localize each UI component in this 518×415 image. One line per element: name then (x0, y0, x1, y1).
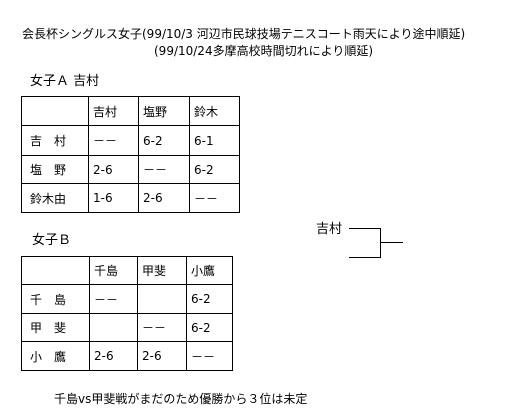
group-a-result-cell: 6-1 (189, 125, 240, 156)
group-b-player-name: 小 鷹 (21, 341, 90, 371)
group-a-result-cell: 2-6 (88, 155, 139, 184)
group-b-result-cell: 2-6 (137, 341, 187, 371)
group-a-row: 吉 村 －－ 6-2 6-1 (21, 125, 240, 156)
group-b-row: 甲 斐 －－ 6-2 (21, 313, 233, 342)
group-b-result-cell: －－ (186, 341, 233, 371)
group-b-result-cell: 6-2 (186, 284, 233, 314)
bracket-winner-line (381, 242, 403, 243)
group-a-row: 塩 野 2-6 －－ 6-2 (21, 155, 240, 184)
group-a-result-cell: 1-6 (88, 183, 139, 213)
bracket-top-arm (349, 228, 381, 229)
group-a-result-cell: －－ (189, 183, 240, 213)
group-a-header-row: 吉村 塩野 鈴木 (21, 96, 240, 126)
group-b-table: 千島 甲斐 小鷹 千 島 －－ 6-2 甲 斐 －－ 6-2 小 鷹 2-6 2… (21, 256, 233, 371)
footer-note: 千島vs甲斐戦がまだのため優勝から３位は未定 (54, 392, 308, 406)
group-b-column-header: 千島 (89, 256, 138, 285)
group-a-column-header: 塩野 (138, 96, 190, 126)
group-a-result-cell: －－ (88, 125, 139, 156)
group-b-result-cell: 2-6 (89, 341, 138, 371)
group-b-result-cell: 6-2 (186, 313, 233, 342)
title-line-2: (99/10/24多摩高校時間切れにより順延) (154, 44, 374, 58)
bracket-bottom-arm (349, 257, 381, 258)
group-a-player-name: 鈴木由 (21, 183, 89, 213)
title-line-1: 会長杯シングルス女子(99/10/3 河辺市民球技場テニスコート雨天により途中順… (22, 27, 466, 41)
group-b-column-header: 小鷹 (186, 256, 233, 285)
bracket-entrant-label: 吉村 (316, 222, 343, 237)
group-a-title: 女子Ａ 吉村 (30, 74, 100, 89)
bracket-vertical (380, 228, 381, 258)
group-a-row: 鈴木由 1-6 2-6 －－ (21, 183, 240, 213)
group-a-corner-cell (21, 96, 89, 126)
group-a-column-header: 鈴木 (189, 96, 240, 126)
group-a-player-name: 塩 野 (21, 155, 89, 184)
group-a-table: 吉村 塩野 鈴木 吉 村 －－ 6-2 6-1 塩 野 2-6 －－ 6-2 鈴… (21, 96, 240, 213)
group-b-row: 千 島 －－ 6-2 (21, 284, 233, 314)
group-b-result-cell: －－ (89, 284, 138, 314)
group-a-player-name: 吉 村 (21, 125, 89, 156)
group-b-header-row: 千島 甲斐 小鷹 (21, 256, 233, 285)
group-a-column-header: 吉村 (88, 96, 139, 126)
group-b-result-cell: －－ (137, 313, 187, 342)
group-b-player-name: 甲 斐 (21, 313, 90, 342)
group-a-result-cell: 6-2 (138, 125, 190, 156)
group-b-row: 小 鷹 2-6 2-6 －－ (21, 341, 233, 371)
group-a-result-cell: －－ (138, 155, 190, 184)
group-b-column-header: 甲斐 (137, 256, 187, 285)
group-b-title: 女子Ｂ (32, 233, 72, 248)
group-b-result-cell (137, 284, 187, 314)
group-b-player-name: 千 島 (21, 284, 90, 314)
group-b-corner-cell (21, 256, 90, 285)
group-a-result-cell: 6-2 (189, 155, 240, 184)
group-a-result-cell: 2-6 (138, 183, 190, 213)
group-b-result-cell (89, 313, 138, 342)
